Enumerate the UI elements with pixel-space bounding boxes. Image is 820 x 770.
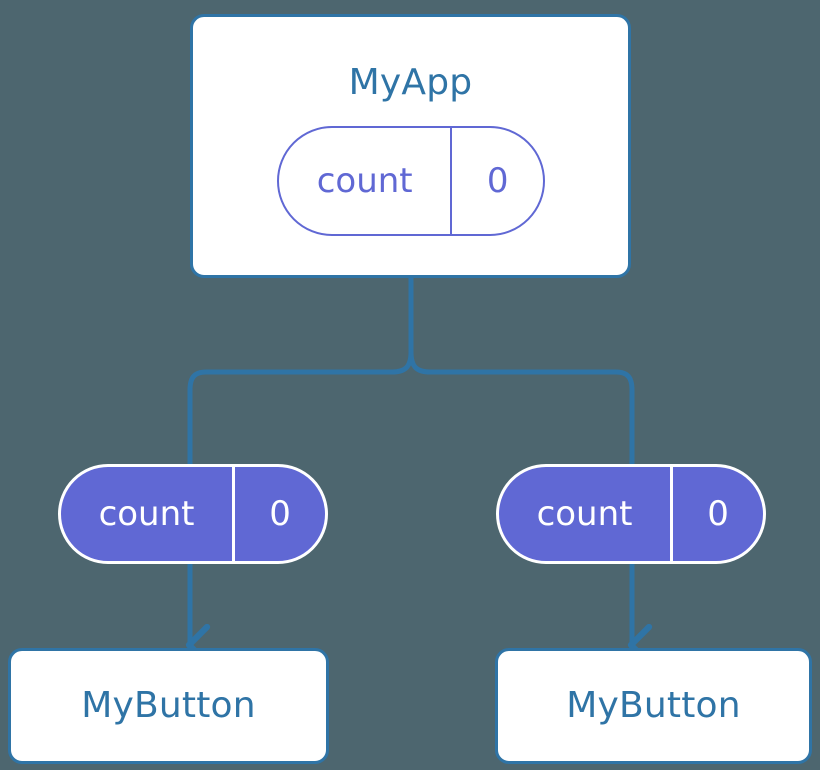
state-pill-root-value: 0 xyxy=(450,128,543,234)
connector-branch-right xyxy=(408,349,635,473)
prop-pill-right-key: count xyxy=(536,494,633,534)
prop-pill-right-value: 0 xyxy=(670,467,763,561)
connector-branch-left xyxy=(187,349,414,473)
prop-pill-right[interactable]: count 0 xyxy=(496,464,766,564)
component-card-mybutton-left[interactable]: MyButton xyxy=(8,648,329,764)
state-pill-root[interactable]: count 0 xyxy=(277,126,545,236)
prop-pill-left-value: 0 xyxy=(232,467,325,561)
prop-pill-left[interactable]: count 0 xyxy=(58,464,328,564)
prop-pill-left-key: count xyxy=(98,494,195,534)
component-title-mybutton-right: MyButton xyxy=(566,685,741,726)
component-card-mybutton-right[interactable]: MyButton xyxy=(495,648,812,764)
component-title-mybutton-left: MyButton xyxy=(81,685,256,726)
component-title-myapp: MyApp xyxy=(348,62,473,103)
state-pill-root-key: count xyxy=(316,161,413,201)
